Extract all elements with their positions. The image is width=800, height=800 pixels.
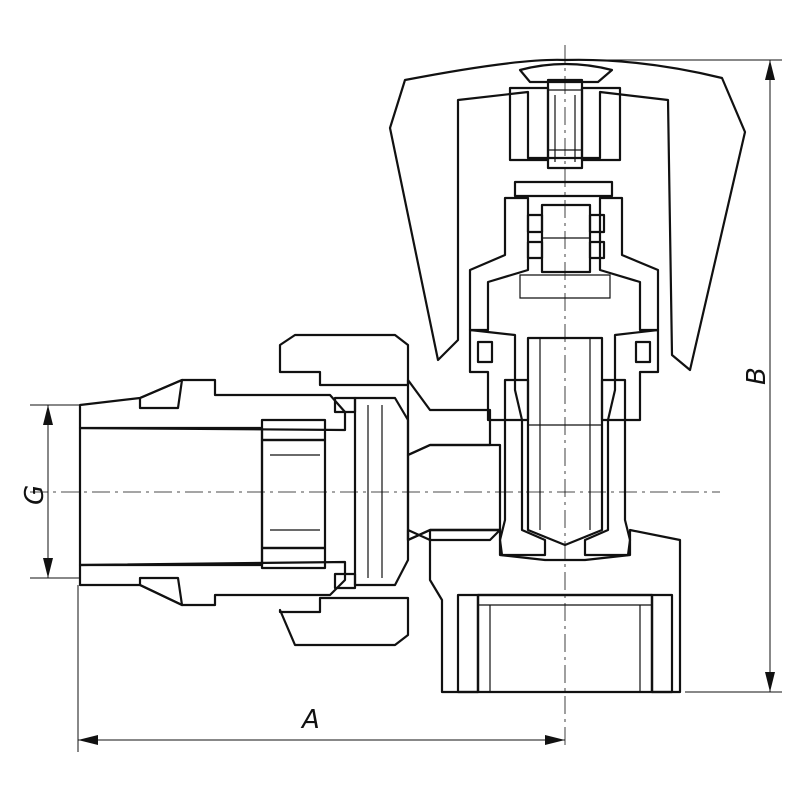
dimension-g-label: G (20, 485, 50, 505)
union-nut (278, 333, 410, 647)
spindle-head (468, 180, 660, 332)
dimension-a (77, 585, 565, 752)
dimension-a-label: A (300, 705, 320, 735)
dimension-b (585, 59, 782, 693)
valve-body (428, 328, 682, 694)
side-outlet (406, 378, 502, 542)
dimension-b-label: B (742, 367, 772, 385)
tailpiece (78, 378, 347, 607)
handle-cap (388, 58, 747, 372)
dimension-g (30, 404, 80, 579)
